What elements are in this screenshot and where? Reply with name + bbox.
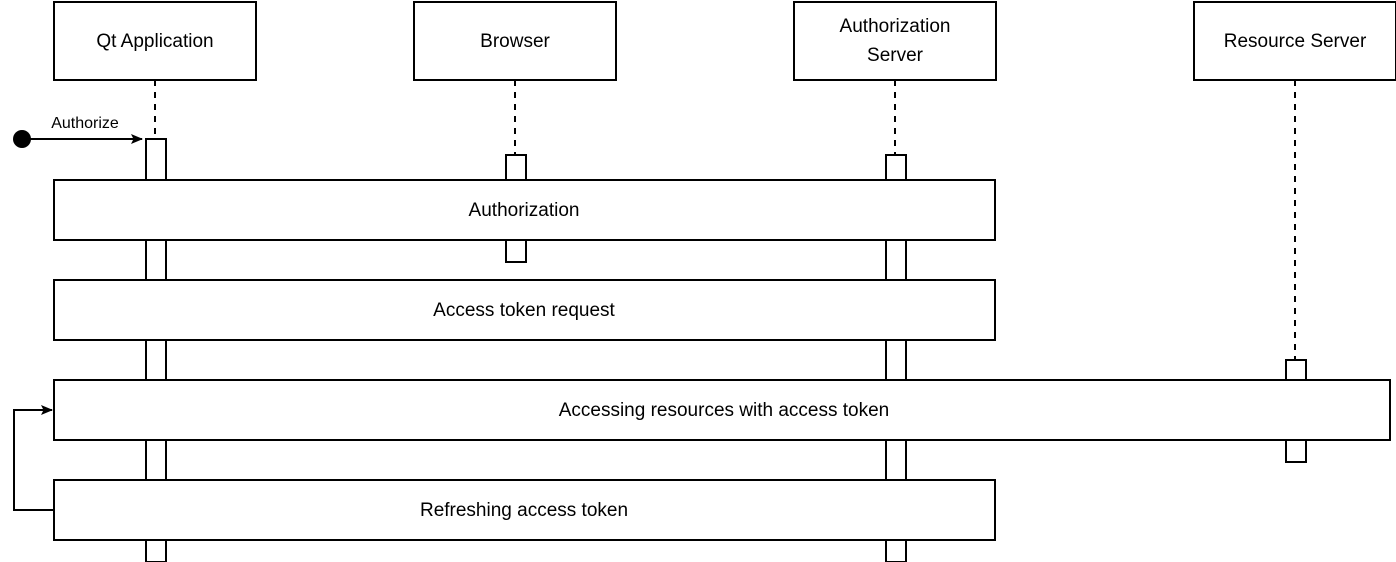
found-message-authorize-label: Authorize (51, 115, 119, 132)
found-message-start-dot (13, 130, 31, 148)
interaction-label-accessing-resources: Accessing resources with access token (559, 400, 890, 421)
activation-authorization-server-5 (885, 539, 907, 562)
interaction-box-access-token-request[interactable] (53, 279, 996, 341)
activation-resource-server-2 (1285, 439, 1307, 463)
activation-authorization-server-3 (885, 339, 907, 381)
interaction-box-authorization[interactable] (53, 179, 996, 241)
interaction-label-refreshing-access-token: Refreshing access token (420, 500, 628, 521)
activation-qt-application (145, 138, 167, 562)
lifeline-header-browser[interactable] (413, 1, 617, 81)
lifeline-label-browser: Browser (480, 31, 550, 52)
activation-authorization-server-1 (885, 154, 907, 181)
lifeline-label-authorization-server-line2: Server (867, 45, 924, 66)
refresh-loop-arrow-group (13, 405, 54, 511)
interaction-box-refreshing-access-token[interactable] (53, 479, 996, 541)
lifeline-header-resource-server[interactable] (1193, 1, 1396, 81)
activation-browser-2 (505, 239, 527, 263)
lifeline-header-qt-application[interactable] (53, 1, 257, 81)
lifeline-label-authorization-server-line1: Authorization (840, 16, 951, 37)
activation-browser-1 (505, 154, 527, 181)
found-message-authorize-group: Authorize (13, 115, 143, 148)
interaction-label-authorization: Authorization (469, 200, 580, 221)
interaction-box-accessing-resources[interactable] (53, 379, 1391, 441)
lifeline-label-qt-application: Qt Application (96, 31, 213, 52)
activation-resource-server-1 (1285, 359, 1307, 381)
lifeline-headers-group: Qt Application Browser Authorization Ser… (53, 1, 1396, 81)
interaction-label-access-token-request: Access token request (433, 300, 615, 321)
activation-authorization-server-2 (885, 239, 907, 281)
activation-authorization-server-4 (885, 439, 907, 481)
lifeline-label-resource-server: Resource Server (1224, 31, 1367, 52)
interaction-boxes-group: Authorization Access token request Acces… (53, 179, 1391, 541)
lifeline-header-authorization-server[interactable] (793, 1, 997, 81)
refresh-loop-arrow (13, 405, 54, 511)
